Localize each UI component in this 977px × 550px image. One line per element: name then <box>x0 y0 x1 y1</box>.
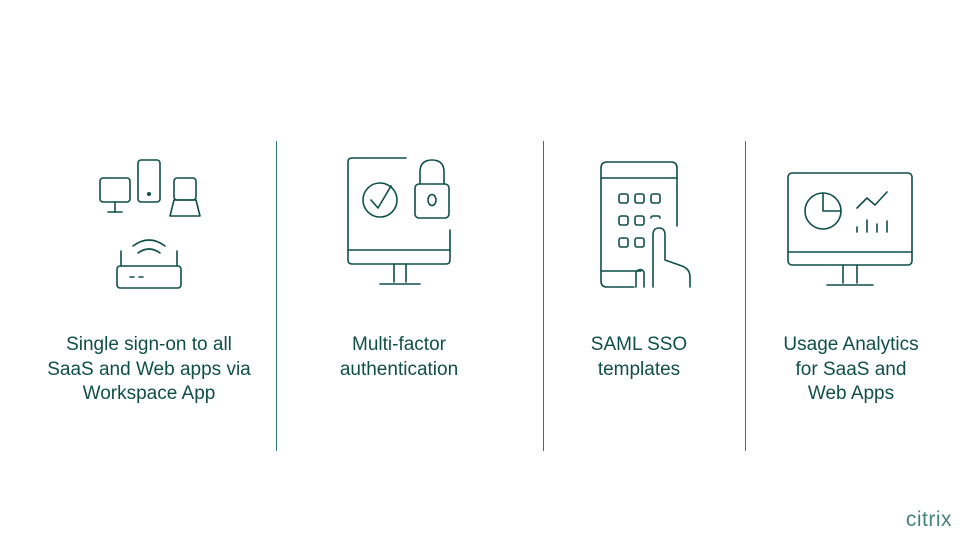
feature-label: Single sign-on to all SaaS and Web apps … <box>47 334 251 404</box>
feature-label: SAML SSO templates <box>590 334 688 380</box>
divider <box>745 141 746 451</box>
monitor-check-lock-icon <box>279 150 519 300</box>
feature-label: Usage Analytics for SaaS and Web Apps <box>783 334 919 404</box>
monitor-analytics-icon <box>731 150 971 300</box>
tablet-keypad-tap-icon <box>519 150 759 300</box>
feature-label: Multi-factor authentication <box>339 334 459 380</box>
devices-wifi-router-icon <box>29 150 269 300</box>
citrix-logo: citrix <box>905 508 952 531</box>
divider <box>276 141 277 451</box>
divider <box>543 141 544 451</box>
